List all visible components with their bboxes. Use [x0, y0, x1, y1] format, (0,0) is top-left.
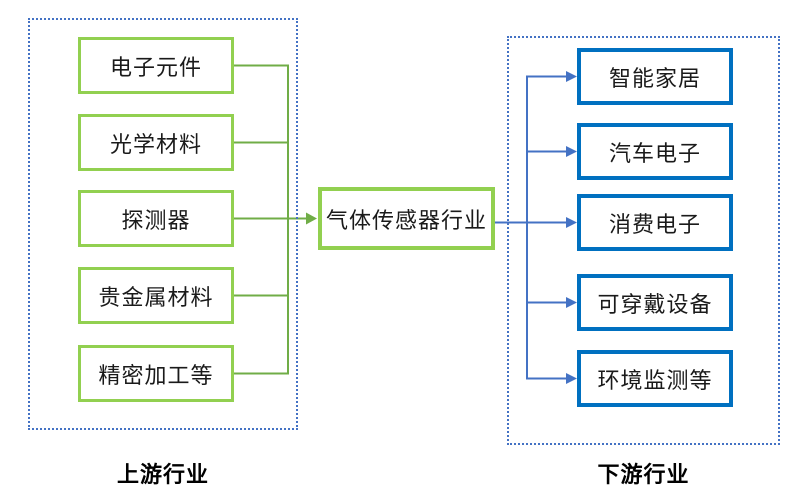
upstream-group-label: 上游行业 — [116, 462, 209, 487]
downstream-box-environmental-monitoring: 环境监测等 — [577, 350, 733, 407]
center-box-gas-sensor-industry: 气体传感器行业 — [318, 187, 495, 250]
downstream-connector-lines — [494, 71, 577, 384]
downstream-arrow-icon-5 — [566, 373, 577, 384]
downstream-arrow-icon-1 — [566, 71, 577, 82]
upstream-box-optical-materials: 光学材料 — [78, 114, 234, 171]
downstream-box-wearable-devices: 可穿戴设备 — [577, 274, 733, 331]
downstream-arrow-icon-2 — [566, 146, 577, 157]
upstream-connector-lines — [234, 64, 317, 375]
downstream-group-outline — [507, 36, 780, 445]
upstream-box-precision-machining: 精密加工等 — [78, 345, 234, 402]
downstream-box-consumer-electronics: 消费电子 — [577, 194, 733, 251]
upstream-box-precious-metal-materials: 贵金属材料 — [78, 267, 234, 324]
upstream-box-electronic-components: 电子元件 — [78, 37, 234, 94]
downstream-arrow-icon-4 — [566, 297, 577, 308]
upstream-group-outline — [28, 18, 298, 430]
downstream-group-label: 下游行业 — [597, 462, 690, 487]
upstream-arrow-icon — [306, 212, 317, 225]
downstream-arrow-icon-3 — [566, 217, 577, 228]
downstream-box-smart-home: 智能家居 — [577, 48, 733, 105]
downstream-box-automotive-electronics: 汽车电子 — [577, 123, 733, 180]
upstream-box-detectors: 探测器 — [78, 190, 234, 247]
